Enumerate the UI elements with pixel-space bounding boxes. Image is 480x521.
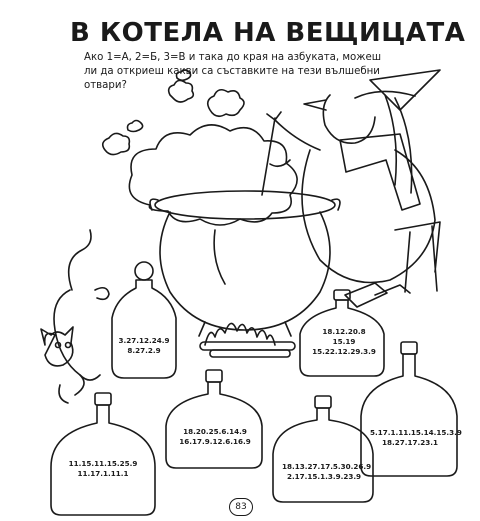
bottle-5 — [272, 407, 374, 503]
cauldron-handle-left — [149, 198, 159, 211]
bottle-code: 11.15.11.15.25.9 11.17.1.11.1 — [60, 459, 146, 479]
cat-paw — [94, 286, 110, 301]
witch-head — [322, 94, 376, 144]
bottle-1 — [111, 279, 177, 379]
bottle-code: 18.12.20.8 15.19 15.22.12.29.3.9 — [304, 327, 384, 357]
log — [209, 349, 291, 358]
fire-flames — [204, 322, 276, 346]
code-line: 8.27.2.9 — [127, 346, 161, 355]
witch-broom-stool — [394, 221, 441, 293]
cauldron-handle-right — [331, 198, 341, 211]
bottle-2 — [299, 299, 385, 377]
code-line: 5.17.1.11.15.14.15.3.9 — [370, 428, 462, 437]
cat-tail — [67, 229, 92, 291]
steam-cloud-small — [175, 69, 192, 82]
code-line: 15.19 — [332, 337, 356, 346]
witch-body — [301, 149, 436, 284]
steam-cloud-small — [101, 132, 131, 156]
witch-hair — [384, 94, 413, 194]
stirring-stick — [261, 117, 276, 196]
page-number: 83 — [229, 498, 253, 516]
bottle-6 — [360, 353, 458, 477]
bottle-4 — [165, 381, 263, 469]
steam-cloud-small — [167, 79, 195, 103]
code-line: 11.17.1.11.1 — [77, 469, 129, 478]
page-title: В КОТЕЛА НА ВЕЩИЦАТА — [70, 18, 466, 48]
bottle-stopper — [134, 261, 154, 281]
code-line: 16.17.9.12.6.16.9 — [179, 437, 251, 446]
steam-cloud-small — [206, 88, 245, 118]
code-line: 3.27.12.24.9 — [118, 336, 170, 345]
cauldron-rim — [154, 190, 336, 220]
cauldron-body — [159, 211, 331, 331]
bottle-code: 3.27.12.24.9 8.27.2.9 — [110, 336, 178, 356]
cat-head — [40, 326, 74, 367]
bottle-code: 18.13.27.17.5.30.26.9 2.17.15.1.3.9.23.9 — [282, 462, 372, 482]
witch-arm — [266, 111, 321, 151]
instructions-text: Ако 1=А, 2=Б, 3=В и така до края на азбу… — [84, 52, 382, 91]
steam-cloud-small — [126, 119, 144, 133]
log — [199, 341, 296, 351]
code-line: 11.15.11.15.25.9 — [68, 459, 138, 468]
witch-shoe — [344, 282, 388, 308]
code-line: 18.20.25.6.14.9 — [183, 427, 247, 436]
bottle-3 — [50, 404, 156, 516]
witch-scarf — [339, 133, 421, 211]
code-line: 18.13.27.17.5.30.26.9 — [282, 462, 372, 471]
code-line: 18.27.17.23.1 — [382, 438, 438, 447]
code-line: 2.17.15.1.3.9.23.9 — [286, 472, 362, 481]
cat-body — [53, 289, 85, 396]
bottle-code: 5.17.1.11.15.14.15.3.9 18.27.17.23.1 — [370, 428, 462, 448]
code-line: 15.22.12.29.3.9 — [312, 347, 376, 356]
witch-nose — [303, 99, 327, 111]
code-line: 18.12.20.8 — [322, 327, 366, 336]
bottle-code: 18.20.25.6.14.9 16.17.9.12.6.16.9 — [176, 427, 254, 447]
